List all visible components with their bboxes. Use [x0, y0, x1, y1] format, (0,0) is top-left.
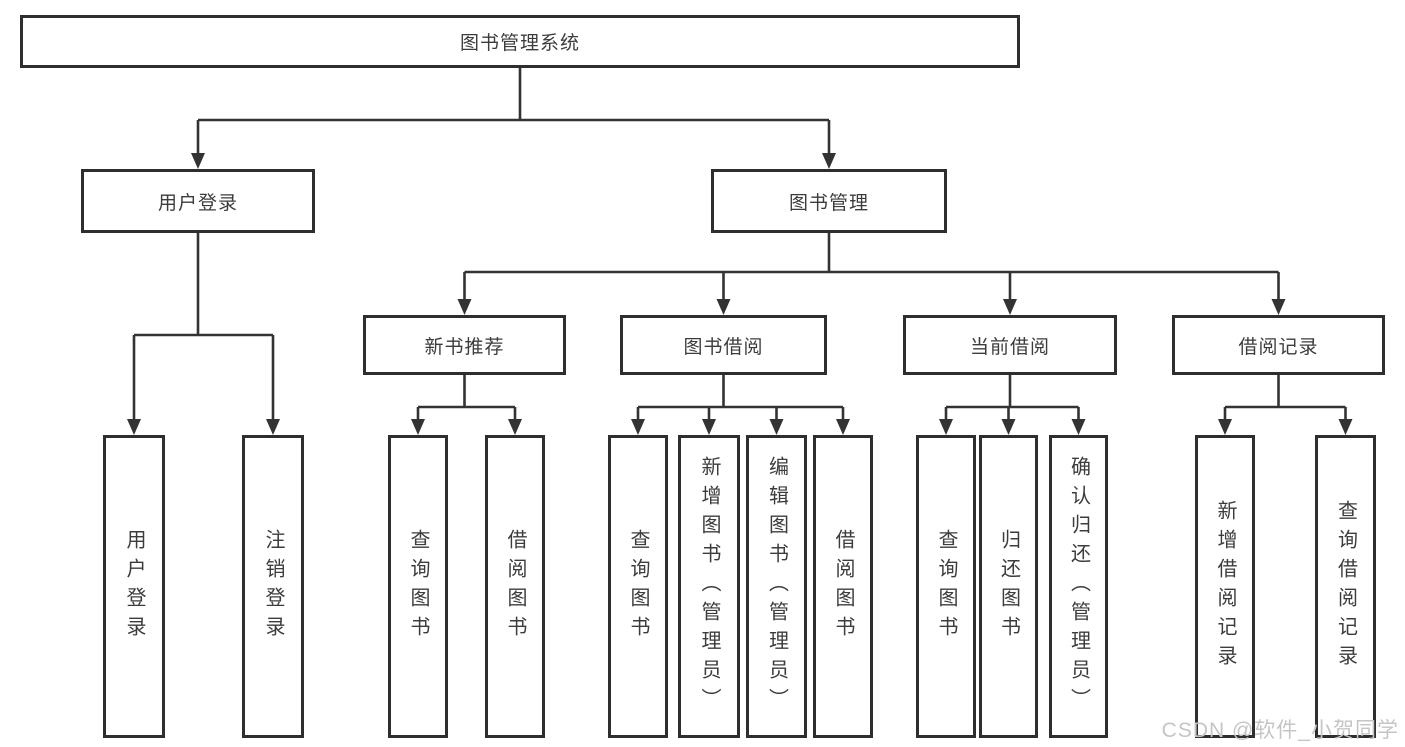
leaf-recommend-query-books: 查询图书: [388, 435, 448, 738]
leaf-borrowing-edit-books-admin: 编辑图书（管理员）: [746, 435, 807, 738]
leaf-logout: 注销登录: [242, 435, 304, 738]
node-book-management-branch: 图书管理: [711, 169, 947, 233]
leaf-current-query-books: 查询图书: [916, 435, 976, 738]
leaf-records-add-borrow-record: 新增借阅记录: [1195, 435, 1255, 738]
node-user-login-branch: 用户登录: [81, 169, 315, 233]
leaf-current-confirm-return-admin: 确认归还（管理员）: [1049, 435, 1108, 738]
leaf-user-login: 用户登录: [103, 435, 165, 738]
node-current-borrowing: 当前借阅: [903, 315, 1117, 375]
csdn-watermark: CSDN @软件_小贺同学: [1161, 719, 1399, 742]
node-book-borrowing: 图书借阅: [620, 315, 827, 375]
leaf-recommend-borrow-books: 借阅图书: [485, 435, 545, 738]
leaf-current-return-books: 归还图书: [979, 435, 1038, 738]
node-borrowing-records: 借阅记录: [1172, 315, 1385, 375]
leaf-borrowing-borrow-books: 借阅图书: [813, 435, 873, 738]
node-book-management-system: 图书管理系统: [20, 15, 1020, 68]
leaf-borrowing-query-books: 查询图书: [608, 435, 668, 738]
node-new-book-recommend: 新书推荐: [363, 315, 566, 375]
leaf-records-query-borrow-record: 查询借阅记录: [1315, 435, 1376, 738]
leaf-borrowing-add-books-admin: 新增图书（管理员）: [678, 435, 740, 738]
